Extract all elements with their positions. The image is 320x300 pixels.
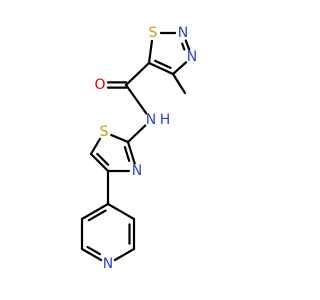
atom-label-nh: N (146, 112, 156, 128)
bond-P4-P3 (80, 202, 110, 221)
atom-label-np: N (103, 256, 113, 272)
bond-Ca-NH (124, 83, 148, 115)
bond-NH-C2t (126, 124, 147, 144)
bond-S1t-C5t (89, 137, 102, 156)
bond-P2-Np-inner (86, 245, 101, 256)
atom-label-o: O (94, 77, 105, 93)
atom-label-nh-hydrogen: H (160, 112, 171, 128)
bond-N3t-C2t-inner (123, 146, 131, 162)
atom-label-n3t: N (132, 163, 142, 179)
atom-label-s1: S (149, 25, 158, 41)
bond-C4-Me (171, 72, 187, 95)
bond-N2-N3 (184, 39, 191, 51)
bond-C4-C5-inner (154, 59, 172, 70)
atom-label-s1t: S (100, 124, 109, 140)
bond-N3-C4 (171, 61, 188, 76)
atom-label-n2: N (178, 25, 188, 41)
bond-C2t-S1t (110, 133, 130, 144)
bond-N3t-C2t (126, 140, 136, 165)
atom-label-n3: N (187, 49, 197, 65)
bonds-layer (80, 31, 191, 262)
bond-C4-C5 (147, 61, 175, 76)
bond-C5-Ca (124, 61, 151, 87)
bond-C5t-C4t-inner (96, 152, 110, 166)
bond-P5-P4 (106, 202, 136, 221)
bond-P4-P3-inner (87, 209, 107, 222)
bond-N2-N3-inner (181, 42, 186, 51)
bond-C5t-C4t (89, 152, 110, 173)
bond-Np-P6 (113, 247, 136, 262)
bond-P2-Np (80, 247, 103, 262)
bond-C5-S1 (147, 39, 154, 65)
